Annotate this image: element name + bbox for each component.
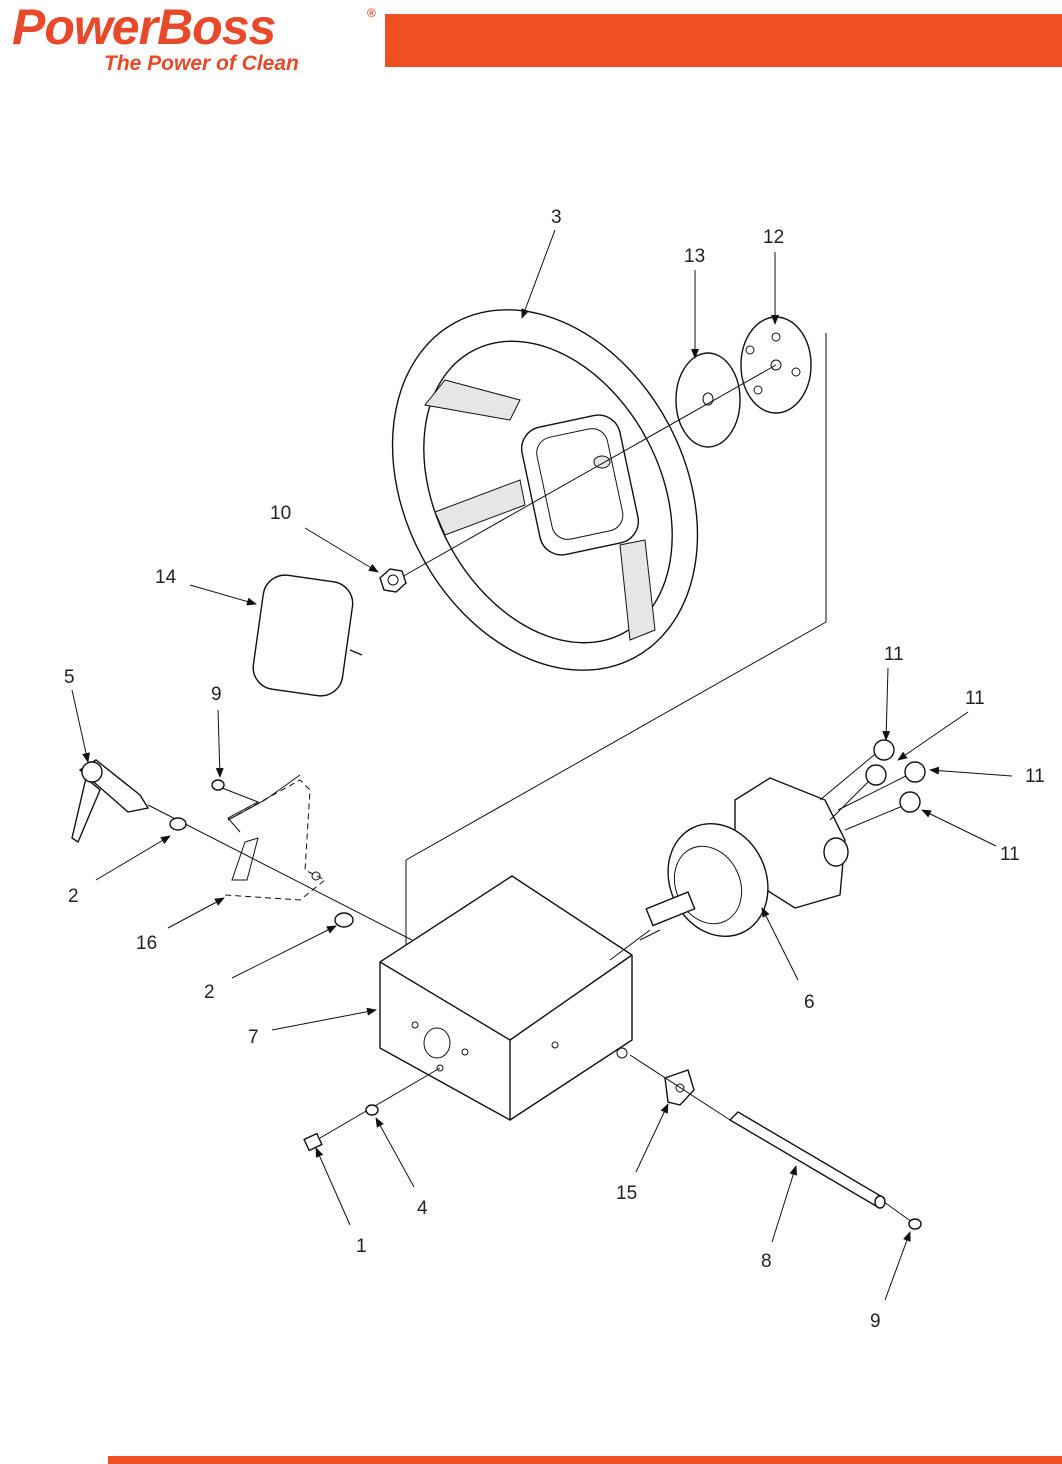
powerboss-logo: PowerBoss ® The Power of Clean — [12, 0, 382, 76]
flat-washer — [365, 1104, 379, 1116]
callout-7: 7 — [248, 1027, 259, 1048]
pivot-pin — [728, 1111, 886, 1209]
page-header: PowerBoss ® The Power of Clean — [0, 0, 1062, 80]
logo-tagline: The Power of Clean — [104, 52, 299, 75]
callout-13: 13 — [684, 246, 705, 267]
logo-wordmark: PowerBoss — [12, 0, 276, 55]
callout-16: 16 — [136, 933, 157, 954]
callout-1: 1 — [356, 1236, 367, 1257]
callout-8: 8 — [761, 1251, 772, 1272]
cap-screw — [303, 1132, 323, 1152]
callout-11-d: 11 — [1000, 844, 1020, 865]
tilt-bracket — [221, 774, 326, 901]
callout-6: 6 — [804, 992, 815, 1013]
leader-lines — [71, 229, 1013, 1301]
washer-lower — [334, 912, 354, 928]
callout-11-b: 11 — [965, 688, 985, 709]
header-accent-bar — [385, 14, 1062, 67]
callout-9-lower: 9 — [870, 1311, 881, 1332]
callout-4: 4 — [417, 1198, 428, 1219]
tilt-lever — [71, 759, 150, 844]
footer-accent-bar — [108, 1456, 1062, 1464]
callout-2-upper: 2 — [68, 886, 79, 907]
callout-2-lower: 2 — [204, 982, 215, 1003]
registered-mark: ® — [367, 6, 376, 20]
callout-10: 10 — [270, 503, 291, 524]
callout-14: 14 — [155, 567, 177, 588]
retaining-ring-lower — [908, 1218, 922, 1230]
hex-nut — [379, 568, 407, 593]
column-housing — [379, 875, 633, 1121]
callout-3: 3 — [551, 207, 562, 228]
callout-5: 5 — [64, 667, 75, 688]
hydraulic-fittings — [819, 739, 926, 831]
callout-11-c: 11 — [1025, 766, 1045, 787]
retaining-ring — [211, 779, 225, 791]
steering-valve — [609, 777, 849, 961]
washer — [169, 817, 187, 831]
callout-12: 12 — [763, 227, 784, 248]
horn-cap — [252, 574, 363, 697]
callout-11-a: 11 — [884, 644, 904, 665]
callout-15: 15 — [616, 1183, 637, 1204]
callout-9-upper: 9 — [211, 684, 222, 705]
hub-disc — [675, 352, 741, 448]
steering-wheel — [391, 309, 699, 671]
